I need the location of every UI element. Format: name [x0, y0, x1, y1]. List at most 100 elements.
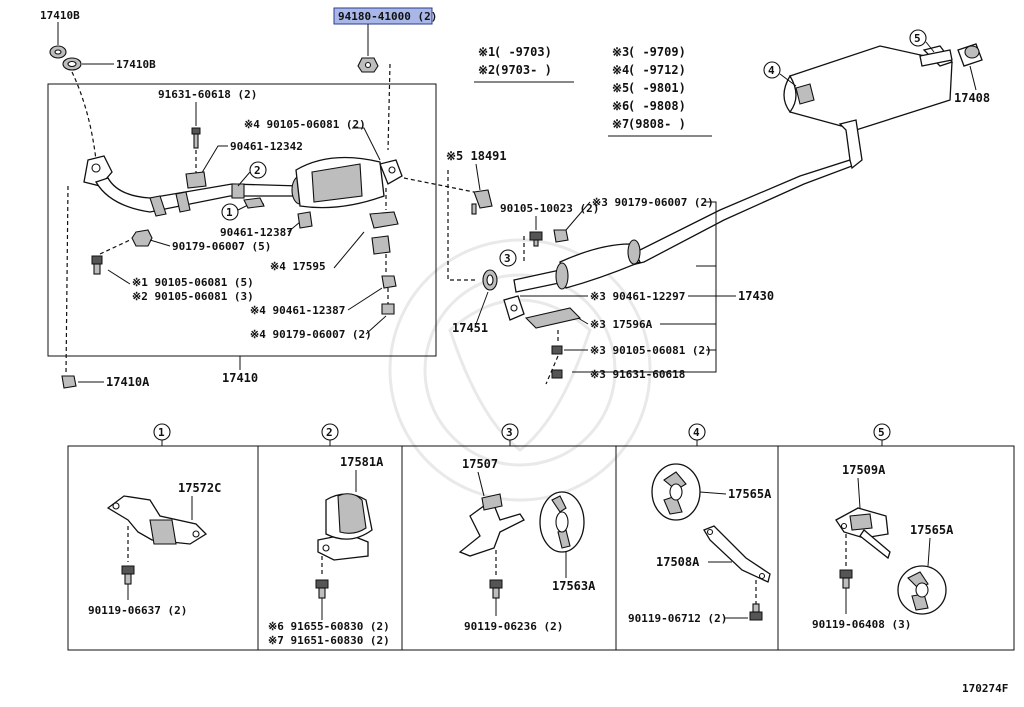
hanger-17563a-icon[interactable] [539, 491, 585, 553]
panel-3-header: 3 [506, 426, 513, 439]
bracket-17595-icon[interactable] [369, 211, 399, 255]
note-left-1-mark: ※1 [478, 45, 495, 59]
label-90105-06081-2b: ※3 90105-06081 (2) [590, 344, 712, 357]
bolt-90105-06081-icon[interactable] [91, 255, 103, 275]
callout-2-label: 2 [254, 164, 261, 177]
label-90105-06081-3: ※2 90105-06081 (3) [132, 290, 254, 303]
callout-3-center-icon[interactable] [499, 249, 517, 267]
panel-2-bolt-a: ※6 91655-60830 (2) [268, 620, 390, 633]
nut-90179-06007-icon[interactable] [131, 229, 153, 247]
nut-94180-41000-icon[interactable] [357, 57, 379, 73]
note-right-4-range: ( -9712) [628, 63, 686, 77]
label-90179-06007-2a: ※4 90179-06007 (2) [250, 328, 372, 341]
panel-1-bolt: 90119-06637 (2) [88, 604, 187, 617]
bolt-91631-60618-b-icon[interactable] [551, 369, 563, 379]
callout-3-center-label: 3 [504, 252, 511, 265]
note-right-5-mark: ※5 [612, 81, 629, 95]
note-right-6-mark: ※6 [612, 99, 629, 113]
label-17410: 17410 [222, 371, 258, 385]
label-17410b-mid: 17410B [116, 58, 156, 71]
hanger-17565a-panel5-icon[interactable] [897, 565, 947, 615]
notes-right: ※3 ( -9709) ※4 ( -9712) ※5 ( -9801) ※6 (… [608, 45, 712, 137]
callout-1-icon[interactable] [221, 203, 239, 221]
label-90461-12342: 90461-12342 [230, 140, 303, 153]
note-right-7-mark: ※7 [612, 117, 629, 131]
note-right-3-mark: ※3 [612, 45, 629, 59]
callout-5-top-icon[interactable] [909, 29, 927, 47]
watermark-emblem [388, 238, 652, 502]
label-17408: 17408 [954, 91, 990, 105]
note-right-3-range: ( -9709) [628, 45, 686, 59]
label-90105-10023: 90105-10023 (2) [500, 202, 599, 215]
bolt-91655-60830-icon[interactable] [315, 579, 329, 599]
note-right-4-mark: ※4 [612, 63, 629, 77]
panel-4-bolt: 90119-06712 (2) [628, 612, 727, 625]
assembly-17410-box [47, 83, 437, 357]
label-91631-60618: 91631-60618 (2) [158, 88, 257, 101]
panel-5-part-17565a: 17565A [910, 523, 954, 537]
tail-tip-17408-icon[interactable] [957, 43, 983, 67]
bracket-17507-icon[interactable] [458, 493, 525, 557]
diagram-id: 170274F [962, 682, 1008, 695]
panel-5-header: 5 [878, 426, 885, 439]
panel-2-bolt-b: ※7 91651-60830 (2) [268, 634, 390, 647]
bolt-90119-06408-icon[interactable] [839, 569, 853, 589]
nut-90179-06007-d-icon[interactable] [553, 229, 569, 243]
gasket-17410b-icon[interactable] [49, 45, 82, 71]
bracket-17508a-icon[interactable] [703, 525, 771, 583]
hanger-17565a-panel4-icon[interactable] [651, 463, 701, 521]
label-90179-06007-2b: ※3 90179-06007 (2) [592, 196, 714, 209]
panel-3-part-17507: 17507 [462, 457, 498, 471]
bolt-90119-06236-icon[interactable] [489, 579, 503, 599]
bracket-17572c-icon[interactable] [106, 495, 208, 545]
bolt-90179-06007-c-icon[interactable] [381, 303, 395, 315]
panel-1-part-17572c: 17572C [178, 481, 221, 495]
label-90461-12297: ※3 90461-12297 [590, 290, 685, 303]
muffler-tail-pipe-icon[interactable] [783, 45, 954, 170]
label-91631-60618-b: ※3 91631-60618 [590, 368, 685, 381]
bolt-91631-60618-icon[interactable] [191, 127, 201, 149]
callout-2-icon[interactable] [249, 161, 267, 179]
label-17410b-top: 17410B [40, 9, 80, 22]
panel-3-part-17563a: 17563A [552, 579, 596, 593]
bolt-90105-06081-b-icon[interactable] [551, 345, 563, 355]
bracket-1-mini-icon[interactable] [243, 197, 265, 209]
label-90179-06007-5: 90179-06007 (5) [172, 240, 271, 253]
label-17410a: 17410A [106, 375, 150, 389]
panel-4-part-17565a: 17565A [728, 487, 772, 501]
highlighted-part-label[interactable]: 94180-41000 (2) [333, 7, 437, 25]
panel-4-header: 4 [693, 426, 700, 439]
bolt-90119-06637-icon[interactable] [121, 565, 135, 585]
clip-90461-12342-icon[interactable] [185, 171, 207, 189]
panel-5-part-17509a: 17509A [842, 463, 886, 477]
panel-5-bolt: 90119-06408 (3) [812, 618, 911, 631]
callout-4-top-icon[interactable] [763, 61, 781, 79]
label-90105-06081-5: ※1 90105-06081 (5) [132, 276, 254, 289]
bolt-90119-06712-icon[interactable] [749, 603, 763, 621]
gasket-17410a-icon[interactable] [61, 375, 77, 389]
label-90461-12387b: ※4 90461-12387 [250, 304, 345, 317]
clip-90461-12387a-icon[interactable] [297, 211, 313, 229]
note-left-1-range: ( -9703) [494, 45, 552, 59]
label-17596a: ※3 17596A [590, 318, 653, 331]
panel-1-header: 1 [158, 426, 165, 439]
label-90461-12387a: 90461-12387 [220, 226, 293, 239]
label-17595: ※4 17595 [270, 260, 326, 273]
note-left-2-mark: ※2 [478, 63, 495, 77]
notes-left: ※1 ( -9703) ※2 (9703- ) [474, 45, 574, 83]
callout-1-label: 1 [226, 206, 233, 219]
bolt-90105-10023-icon[interactable] [529, 231, 543, 247]
bracket-18491-icon[interactable] [471, 189, 493, 215]
panel-2-part-17581a: 17581A [340, 455, 384, 469]
panel-4-part-17508a: 17508A [656, 555, 700, 569]
callout-5-top-label: 5 [914, 32, 921, 45]
panel-3-bolt: 90119-06236 (2) [464, 620, 563, 633]
bracket-17509a-icon[interactable] [835, 507, 891, 560]
callout-4-top-label: 4 [768, 64, 775, 77]
nut-90179-06007-b-icon[interactable] [381, 275, 397, 289]
insulator-17581a-icon[interactable] [317, 493, 373, 561]
front-exhaust-pipe-icon[interactable] [83, 155, 403, 217]
hanger-17596a-icon[interactable] [524, 307, 582, 329]
gasket-17451-icon[interactable] [482, 269, 498, 291]
